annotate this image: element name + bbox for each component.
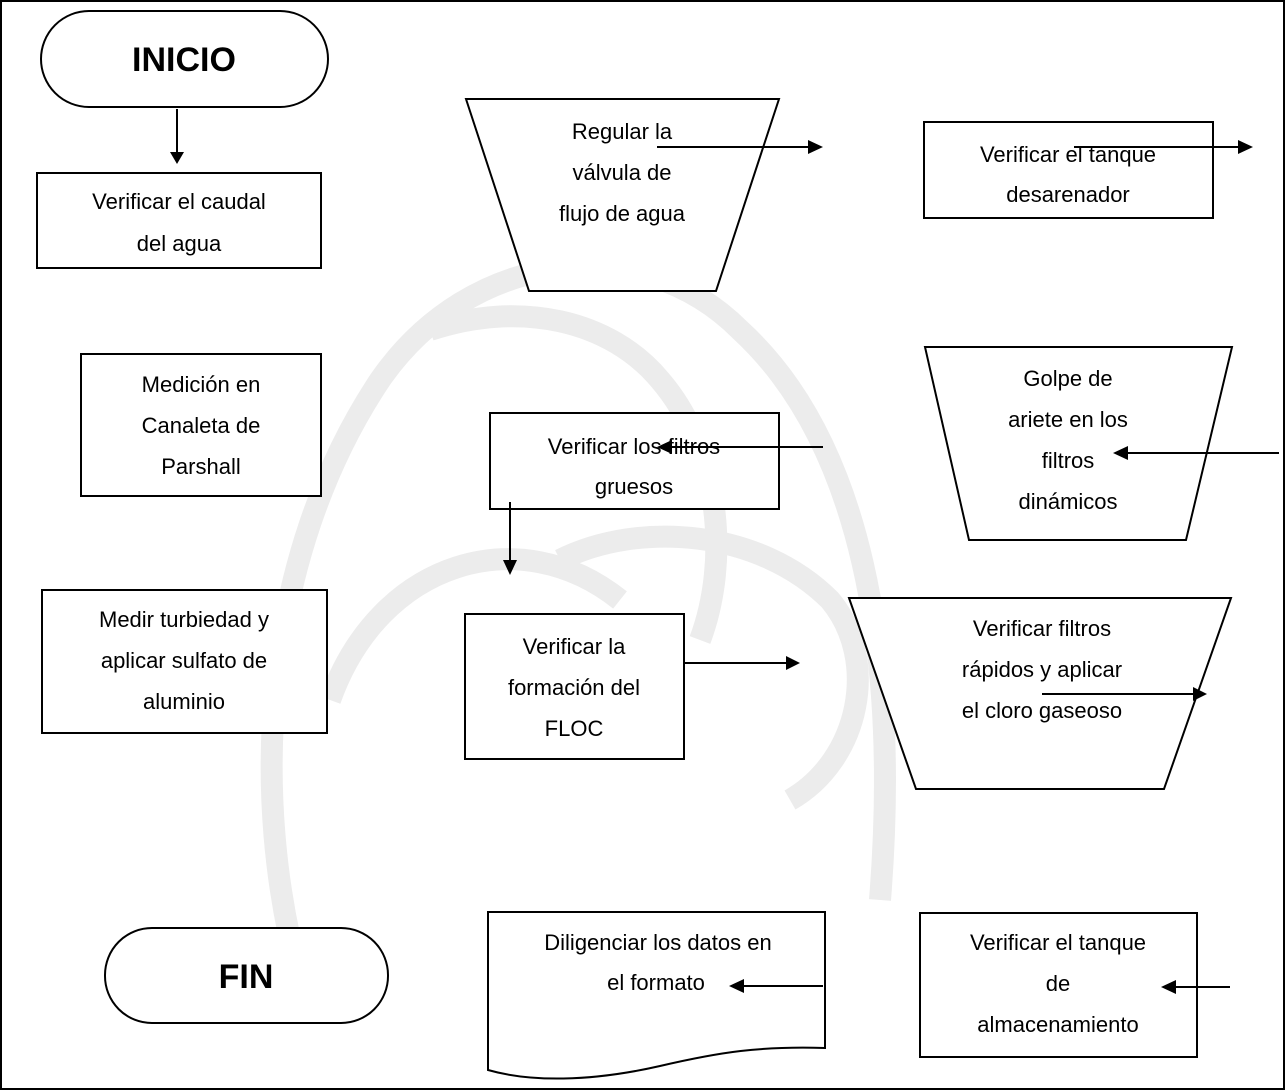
node-line: de <box>1046 971 1070 996</box>
node-line: Canaleta de <box>142 413 261 438</box>
node-line: ariete en los <box>1008 407 1128 432</box>
node-line: Regular la <box>572 119 673 144</box>
node-line: del agua <box>137 231 222 256</box>
node-line: Golpe de <box>1023 366 1112 391</box>
arrow-floc-right <box>684 656 800 670</box>
node-line: Verificar el caudal <box>92 189 266 214</box>
arrow-into-golpe-ariete <box>1113 446 1279 460</box>
node-line: aplicar sulfato de <box>101 648 267 673</box>
node-line: el formato <box>607 970 705 995</box>
node-line: Diligenciar los datos en <box>544 930 771 955</box>
arrow-filtros-rapidos-right <box>1042 687 1207 701</box>
arrow-desarenador-right <box>1074 140 1253 154</box>
manual-op-filtros-rapidos: Verificar filtros rápidos y aplicar el c… <box>847 597 1233 790</box>
arrow-valvula-right <box>657 140 823 154</box>
node-line: Verificar el tanque <box>970 930 1146 955</box>
arrow-inicio-to-caudal <box>170 109 184 164</box>
node-line: el cloro gaseoso <box>962 698 1122 723</box>
node-line: formación del <box>508 675 640 700</box>
node-line: rápidos y aplicar <box>962 657 1122 682</box>
document-diligenciar-datos: Diligenciar los datos en el formato <box>487 911 826 1080</box>
node-line: FLOC <box>545 716 604 741</box>
arrow-into-almacenamiento <box>1161 980 1230 994</box>
node-line: Medir turbiedad y <box>99 607 269 632</box>
node-line: flujo de agua <box>559 201 686 226</box>
node-line: gruesos <box>595 474 673 499</box>
node-line: dinámicos <box>1018 489 1117 514</box>
node-line: Verificar el tanque <box>980 142 1156 167</box>
start-terminal: INICIO <box>40 10 329 108</box>
process-tanque-almacenamiento: Verificar el tanque de almacenamiento <box>919 912 1198 1058</box>
node-line: filtros <box>1042 448 1095 473</box>
node-line: aluminio <box>143 689 225 714</box>
node-line: Verificar la <box>523 634 626 659</box>
connectors <box>170 109 1279 994</box>
node-line: Verificar filtros <box>973 616 1111 641</box>
node-line: almacenamiento <box>977 1012 1138 1037</box>
node-line: Medición en <box>142 372 261 397</box>
arrow-into-filtros-gruesos <box>657 440 823 454</box>
process-verificar-floc: Verificar la formación del FLOC <box>464 613 685 760</box>
node-line: Parshall <box>161 454 240 479</box>
process-medir-turbiedad: Medir turbiedad y aplicar sulfato de alu… <box>41 589 328 734</box>
process-filtros-gruesos: Verificar los filtros gruesos <box>489 412 780 510</box>
end-label: FIN <box>219 958 274 996</box>
process-tanque-desarenador: Verificar el tanque desarenador <box>923 121 1214 219</box>
node-line: desarenador <box>1006 182 1130 207</box>
node-line: válvula de <box>572 160 671 185</box>
manual-op-golpe-ariete: Golpe de ariete en los filtros dinámicos <box>923 346 1234 541</box>
end-terminal: FIN <box>104 927 389 1024</box>
start-label: INICIO <box>132 41 236 79</box>
arrow-filtros-gruesos-down <box>503 502 517 575</box>
arrow-into-diligenciar <box>729 979 823 993</box>
process-medicion-canaleta: Medición en Canaleta de Parshall <box>80 353 322 497</box>
process-verificar-caudal: Verificar el caudal del agua <box>36 172 322 269</box>
